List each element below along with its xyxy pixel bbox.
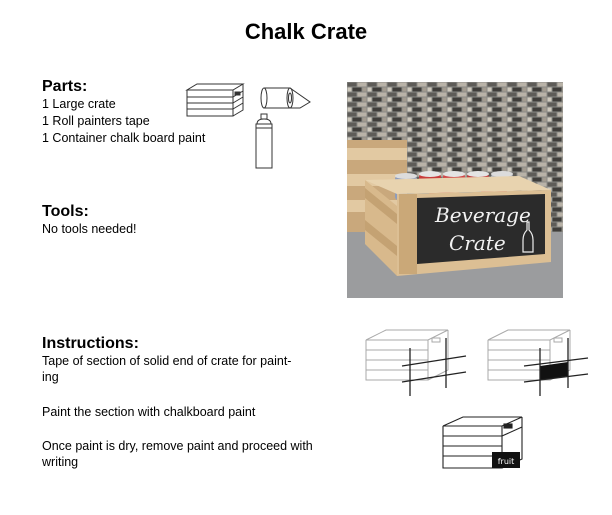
taped-crate-illustration (365, 329, 467, 396)
tape-roll-icon (260, 87, 311, 109)
tools-heading: Tools: (42, 203, 89, 220)
parts-heading: Parts: (42, 78, 88, 95)
chalkboard-text-line1: Beverage (434, 203, 531, 227)
instructions-heading: Instructions: (42, 335, 139, 352)
parts-item-crate: 1 Large crate (42, 97, 116, 111)
finished-crate-illustration: fruit (442, 416, 523, 469)
chalkboard-text-line2: Crate (449, 231, 506, 255)
instruction-step-2: Paint the section with chalkboard paint (42, 405, 256, 419)
tools-item: No tools needed! (42, 222, 137, 236)
spray-paint-can-icon (255, 113, 273, 169)
page-title: Chalk Crate (244, 19, 368, 44)
instruction-step-3: Once paint is dry, remove paint and proc… (42, 439, 313, 469)
crate-label-text: fruit (498, 457, 515, 466)
instruction-step-1: Tape of section of solid end of crate fo… (42, 354, 292, 384)
parts-item-paint: 1 Container chalk board paint (42, 131, 206, 145)
crate-icon (185, 83, 245, 117)
parts-item-tape: 1 Roll painters tape (42, 114, 150, 128)
beverage-crate-photo: Beverage Crate (347, 82, 563, 298)
painted-crate-illustration (487, 329, 589, 396)
